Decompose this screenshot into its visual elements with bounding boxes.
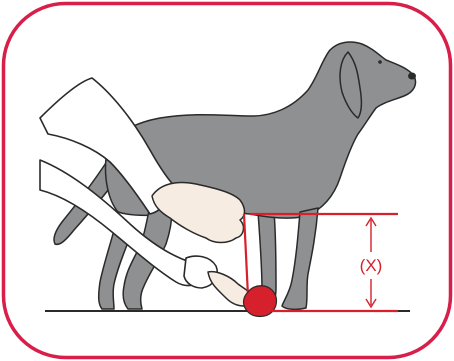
dog-eye	[378, 60, 382, 64]
tape-strip	[244, 214, 248, 296]
measurement-label: (X)	[360, 256, 383, 275]
dog-nose	[408, 73, 416, 80]
dog-front-leg-near	[282, 208, 318, 309]
